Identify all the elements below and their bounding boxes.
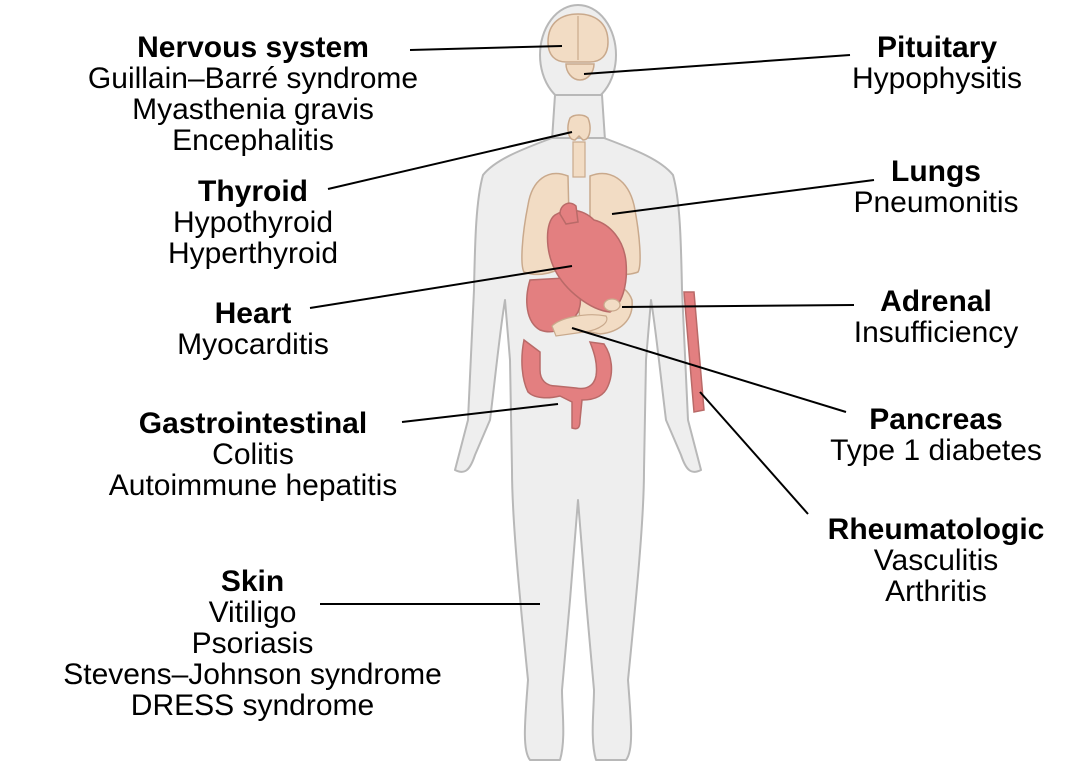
condition: Type 1 diabetes [804, 435, 1068, 466]
organ-title: Pituitary [832, 32, 1042, 63]
condition: Hypophysitis [832, 63, 1042, 94]
condition: Hypothyroid [146, 207, 360, 238]
condition: Myasthenia gravis [56, 94, 450, 125]
label-pancreas: Pancreas Type 1 diabetes [804, 404, 1068, 466]
label-skin: Skin Vitiligo Psoriasis Stevens–Johnson … [20, 566, 485, 721]
label-nervous-system: Nervous system Guillain–Barré syndrome M… [56, 32, 450, 156]
condition: Colitis [78, 439, 428, 470]
condition: Autoimmune hepatitis [78, 470, 428, 501]
organ-title: Heart [153, 298, 353, 329]
label-adrenal: Adrenal Insufficiency [834, 286, 1038, 348]
organ-title: Lungs [834, 156, 1038, 187]
condition: Stevens–Johnson syndrome [20, 659, 485, 690]
condition: DRESS syndrome [20, 690, 485, 721]
leader-pituitary [584, 55, 850, 74]
label-rheumatologic: Rheumatologic Vasculitis Arthritis [804, 514, 1068, 607]
condition: Myocarditis [153, 329, 353, 360]
condition: Vasculitis [804, 545, 1068, 576]
label-pituitary: Pituitary Hypophysitis [832, 32, 1042, 94]
organ-title: Adrenal [834, 286, 1038, 317]
organ-title: Thyroid [146, 176, 360, 207]
adrenal-organ [604, 299, 620, 311]
condition: Pneumonitis [834, 187, 1038, 218]
trachea [573, 142, 585, 177]
organ-title: Gastrointestinal [78, 408, 428, 439]
label-heart: Heart Myocarditis [153, 298, 353, 360]
organ-title: Pancreas [804, 404, 1068, 435]
leader-rheum [700, 392, 808, 514]
condition: Vitiligo [20, 597, 485, 628]
condition: Encephalitis [56, 125, 450, 156]
condition: Guillain–Barré syndrome [56, 63, 450, 94]
condition: Arthritis [804, 576, 1068, 607]
label-thyroid: Thyroid Hypothyroid Hyperthyroid [146, 176, 360, 269]
organ-title: Skin [20, 566, 485, 597]
organ-title: Nervous system [56, 32, 450, 63]
condition: Psoriasis [20, 628, 485, 659]
thyroid-organ [568, 115, 590, 140]
label-lungs: Lungs Pneumonitis [834, 156, 1038, 218]
condition: Insufficiency [834, 317, 1038, 348]
condition: Hyperthyroid [146, 238, 360, 269]
label-gastrointestinal: Gastrointestinal Colitis Autoimmune hepa… [78, 408, 428, 501]
organ-title: Rheumatologic [804, 514, 1068, 545]
